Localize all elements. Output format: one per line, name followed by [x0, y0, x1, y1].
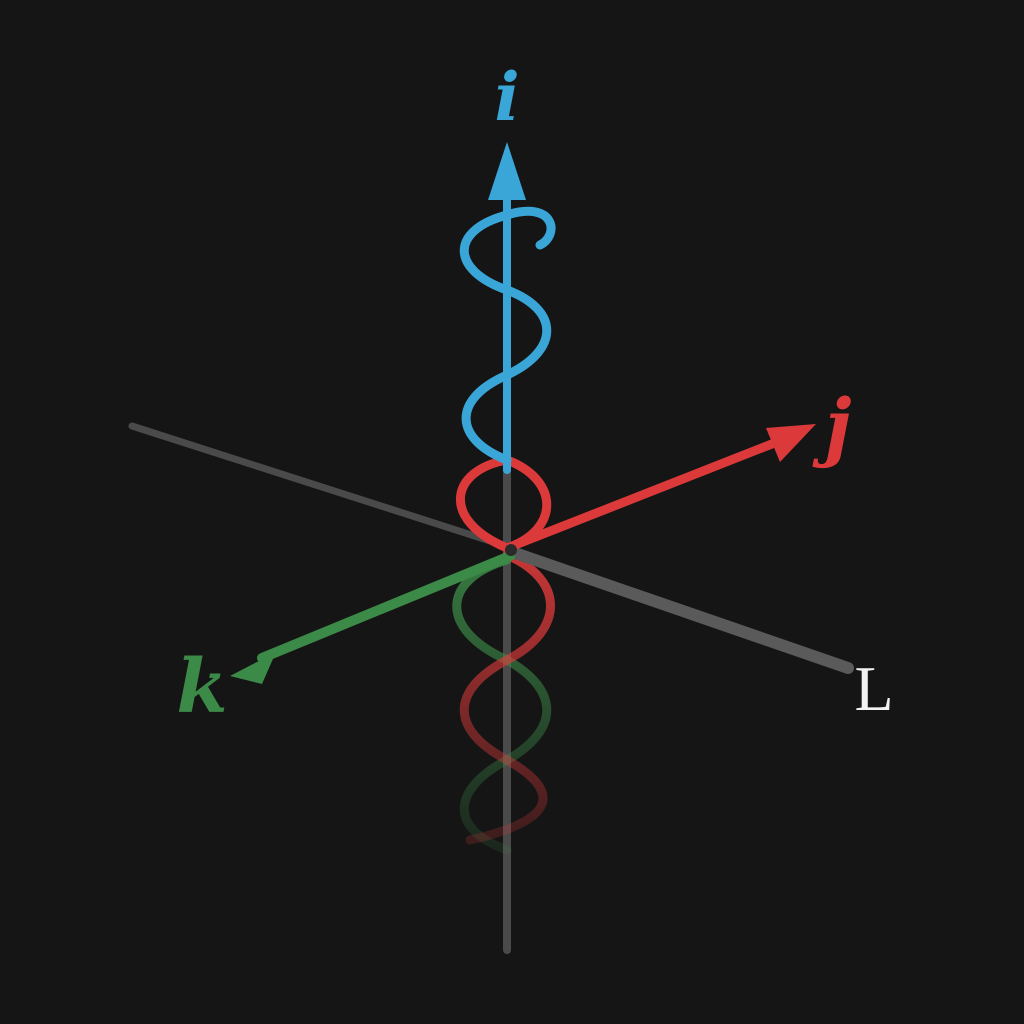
helix-green-strand	[452, 555, 552, 855]
j-arrowhead-icon	[766, 424, 816, 462]
i-arrowhead-icon	[488, 142, 526, 200]
helix-red-strand-lower	[460, 550, 555, 845]
L-axis	[506, 546, 854, 674]
i-axis-label: i	[494, 58, 519, 136]
k-axis-label: k	[176, 644, 227, 730]
origin-point	[505, 544, 517, 556]
L-axis-label: L	[854, 653, 893, 724]
neutral-axis	[128, 422, 516, 552]
k-axis	[257, 551, 515, 663]
j-axis-label: j	[812, 384, 852, 470]
j-axis	[510, 435, 787, 550]
k-arrowhead-icon	[230, 652, 276, 684]
